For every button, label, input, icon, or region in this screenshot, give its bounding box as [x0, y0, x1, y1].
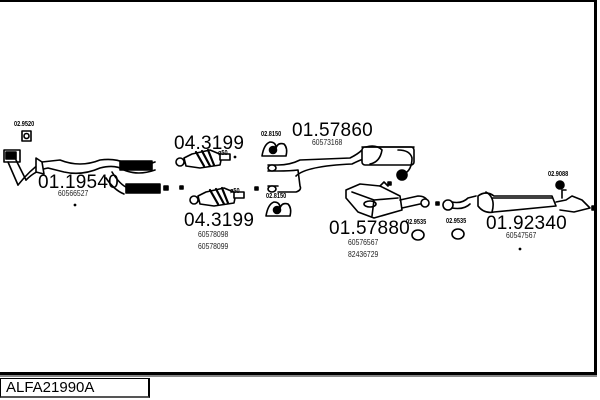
front-mount-drawing[interactable] [21, 130, 32, 142]
part-number-center-muffler: 01.57860 [292, 120, 373, 141]
part-number-catalyst-upper: 04.3199 [174, 133, 245, 154]
fitting-number-rear-hanger: 02.9088 [548, 171, 569, 178]
oem-number: 60578098 [198, 230, 229, 239]
fitting-number-lower-hanger: 02.8150 [266, 193, 287, 200]
diagram-code: ALFA21990A [0, 378, 150, 398]
oem-number: 60578099 [198, 242, 229, 251]
diameter-label: ø50 [218, 150, 228, 157]
oem-number: 60576567 [348, 238, 379, 247]
catalyst-lower-drawing[interactable] [189, 186, 245, 207]
front-pipe-drawing[interactable] [3, 149, 169, 195]
fitting-number-upper-hanger: 02.8150 [261, 131, 282, 138]
lower-hanger-drawing[interactable] [265, 201, 292, 217]
fitting-number-front-mount: 02.9520 [14, 121, 35, 128]
rear-hanger-drawing[interactable] [555, 180, 565, 190]
oem-number: 82436729 [348, 250, 379, 259]
part-number-middle-muffler: 01.57880 [329, 218, 410, 239]
catalyst-upper-drawing[interactable] [175, 148, 231, 169]
ring-2-drawing[interactable] [451, 228, 465, 240]
part-number-rear-muffler: 01.92340 [486, 213, 567, 234]
fitting-number-ring-1: 02.9535 [406, 219, 427, 226]
diagram-frame [0, 0, 597, 375]
oem-number: 60573168 [312, 138, 343, 147]
oem-number: 60547567 [506, 231, 537, 240]
diameter-label: ø50 [230, 188, 240, 195]
fitting-number-ring-2: 02.9535 [446, 218, 467, 225]
part-number-front-pipe: 01.19540 [38, 172, 119, 193]
upper-hanger-drawing[interactable] [261, 141, 288, 157]
center-muffler-drawing[interactable] [267, 145, 415, 193]
middle-muffler-drawing[interactable] [345, 181, 440, 219]
rear-muffler-drawing[interactable] [442, 189, 597, 214]
oem-number: 60566527 [58, 189, 89, 198]
part-number-catalyst-lower: 04.3199 [184, 210, 255, 231]
ring-1-drawing[interactable] [411, 229, 425, 241]
frame-shadow [0, 375, 597, 377]
